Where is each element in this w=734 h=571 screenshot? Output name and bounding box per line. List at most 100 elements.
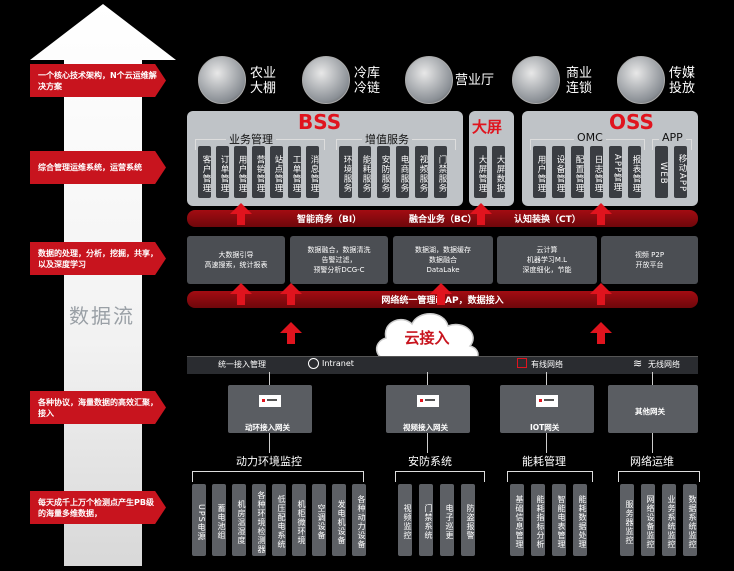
band-bi: 智能商务（BI）: [297, 215, 362, 225]
gateway-other: [608, 385, 698, 433]
label-processing: 数据的处理，分析，挖掘，共享，以及深度学习: [30, 242, 166, 275]
oss-module: 设备管理: [552, 146, 565, 198]
group-network-ops-title: 网络运维: [630, 455, 674, 468]
bss-module: 营销管理: [252, 146, 265, 198]
device-item: 能耗指标分析: [531, 484, 545, 556]
omc-title: OMC: [574, 131, 606, 144]
group-security-title: 安防系统: [408, 455, 452, 468]
band-ct: 认知装换（CT）: [514, 215, 581, 225]
device-item: 数据系统监控: [683, 484, 697, 556]
net-unified-access: 统一接入管理: [218, 360, 266, 369]
retail-store-image: [512, 56, 560, 104]
connector-line: [269, 372, 270, 385]
scene-retail: 商业 连锁: [566, 66, 593, 96]
oss-module: 配置管理: [571, 146, 584, 198]
oss-module: WEB: [655, 146, 668, 198]
group-energy-title: 能耗管理: [522, 455, 566, 468]
cold-chain-truck-image: [302, 56, 350, 104]
device-item: 网络设备监控: [641, 484, 655, 556]
gateway-device-icon: [417, 395, 439, 407]
up-arrow-icon: [230, 203, 252, 225]
up-arrow-icon: [430, 283, 452, 305]
device-item: 视频监控: [398, 484, 412, 556]
data-box-cloud-computing: 云计算 机器学习M.L 深度细化，节能: [497, 236, 597, 284]
scene-media: 传媒 投放: [669, 66, 696, 96]
label-management: 综合管理运维系统，运营系统: [30, 151, 166, 184]
bss-group2-title: 增值服务: [362, 131, 412, 147]
device-item: 空调设备: [312, 484, 326, 556]
bss-module: 工单管理: [288, 146, 301, 198]
oss-module: 用户管理: [533, 146, 546, 198]
device-item: 服务器监控: [620, 484, 634, 556]
bss-module: 能耗服务: [358, 146, 371, 198]
net-intranet: Intranet: [322, 359, 354, 368]
business-hall-image: [405, 56, 453, 104]
dapin-module: 大屏数据: [492, 146, 505, 198]
oss-module: 报表管理: [628, 146, 641, 198]
group-energy-bracket: [507, 471, 593, 482]
group-network-ops-bracket: [618, 471, 700, 482]
bss-module: 安防服务: [377, 146, 390, 198]
cloud-access-label: 云接入: [404, 329, 450, 347]
connector-line: [546, 372, 547, 385]
bss-module: 站点管理: [270, 146, 283, 198]
app-title: APP: [659, 131, 686, 144]
device-item: 机房温湿度: [232, 484, 246, 556]
device-item: 低压配电系统: [272, 484, 286, 556]
group-power-env-bracket: [192, 471, 364, 482]
scene-business-hall: 营业厅: [455, 73, 495, 88]
greenhouse-image: [198, 56, 246, 104]
oss-module: 日志管理: [590, 146, 603, 198]
data-box-datalake: 数据湖，数据缓存 数据融合 DataLake: [393, 236, 493, 284]
label-architecture: 一个核心技术架构，N个云运维解决方案: [30, 64, 166, 97]
device-item: 发电机设备: [332, 484, 346, 556]
group-power-env-title: 动力环境监控: [236, 455, 302, 468]
bss-group1-title: 业务管理: [226, 131, 276, 147]
up-arrow-icon: [590, 322, 612, 344]
device-item: 能耗数据处理: [573, 484, 587, 556]
gateway-video: [386, 385, 470, 433]
up-arrow-icon: [280, 322, 302, 344]
device-item: UPS电源: [192, 484, 206, 556]
oss-module: 移动APP: [674, 146, 687, 198]
connector-line: [427, 433, 428, 453]
data-flow-label: 数据流: [69, 304, 135, 328]
connector-line: [269, 433, 270, 453]
bss-module: 环境服务: [339, 146, 352, 198]
up-arrow-icon: [280, 283, 302, 305]
connector-line: [427, 372, 428, 385]
device-item: 蓄电池组: [212, 484, 226, 556]
bss-module: 门禁服务: [434, 146, 447, 198]
scene-cold-chain: 冷库 冷链: [354, 66, 381, 96]
band-bc: 融合业务（BC）: [409, 215, 477, 225]
bss-module: 用户管理: [234, 146, 247, 198]
bss-module: 订单管理: [216, 146, 229, 198]
up-arrow-icon: [230, 283, 252, 305]
connector-line: [652, 433, 653, 453]
up-arrow-icon: [470, 203, 492, 225]
device-item: 电子巡更: [440, 484, 454, 556]
gateway-other-label: 其他网关: [635, 407, 665, 416]
bss-module: 视频服务: [415, 146, 428, 198]
data-box-fusion: 数据融合，数据清洗 告警过滤， 预警分析DCG-C: [290, 236, 388, 284]
scene-agriculture: 农业 大棚: [250, 66, 277, 96]
gateway-video-label: 视频接入网关: [403, 423, 448, 432]
oss-title: OSS: [609, 110, 654, 134]
group-security-bracket: [395, 471, 485, 482]
data-flow-arrow: [30, 4, 176, 566]
media-screen-image: [617, 56, 665, 104]
gateway-iot-label: IOT网关: [530, 423, 560, 432]
data-box-bigdata: 大数据引导 高速搜索，统计报表: [187, 236, 285, 284]
globe-icon: [308, 358, 319, 369]
connector-line: [652, 372, 653, 385]
business-band: 智能商务（BI） 融合业务（BC） 认知装换（CT）: [187, 210, 698, 227]
bss-module: 消息管理: [306, 146, 319, 198]
net-wired: 有线网络: [531, 360, 563, 369]
dapin-module: 大屏管理: [474, 146, 487, 198]
up-arrow-icon: [590, 203, 612, 225]
net-wireless: 无线网络: [648, 360, 680, 369]
device-item: 机柜微环境: [292, 484, 306, 556]
dapin-title: 大屏: [472, 118, 503, 136]
wired-network-icon: [517, 358, 527, 368]
device-item: 各种动力设备: [352, 484, 366, 556]
